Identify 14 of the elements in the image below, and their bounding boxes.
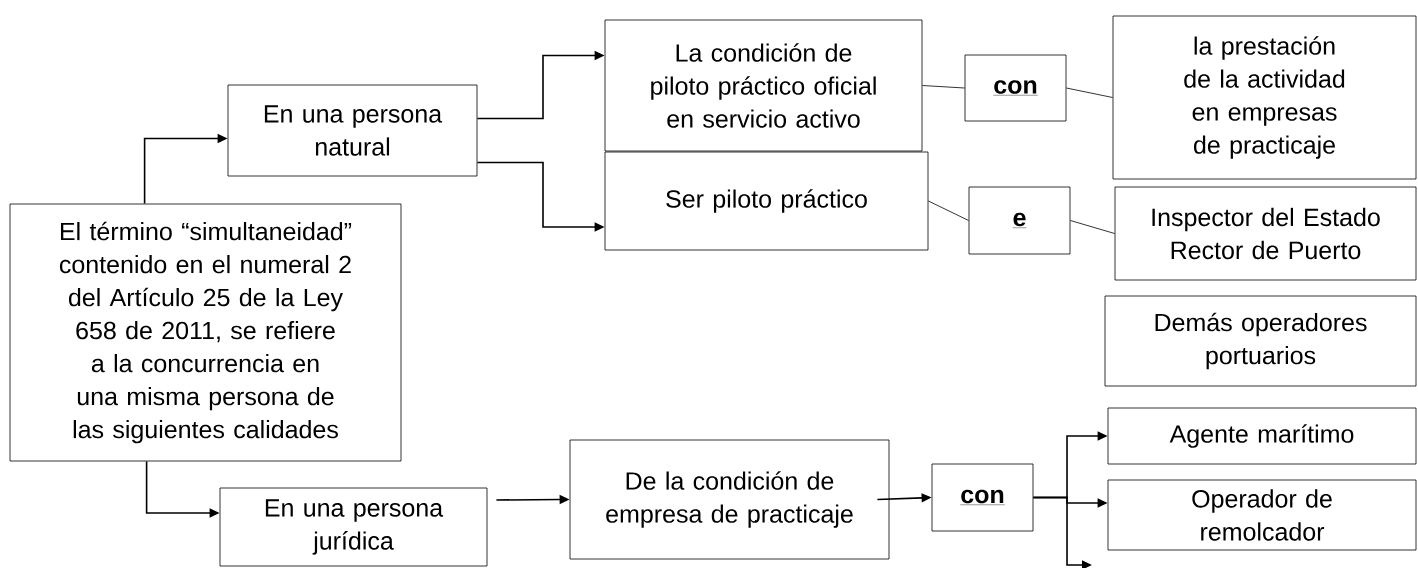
text-box: Demás operadores portuarios [1104,295,1417,387]
text-box: En una persona natural [227,84,478,177]
connector-word-box: con [931,463,1034,532]
text-box: De la condición de empresa de practicaje [569,439,890,560]
connector-word-box: con [964,54,1067,122]
text-box: Operador de remolcador [1107,479,1417,551]
text-box: En una persona jurídica [219,487,488,567]
text-box: Ser piloto práctico [604,151,929,251]
connector-word-box: e [968,186,1071,255]
text-box: El término “simultaneidad” contenido en el numeral 2 del Artículo 25 de la Ley 658 de 2011, se refiere a la concurrencia en una misma persona de las siguientes calidades [9,203,402,462]
text-box: La condición de piloto práctico oficial en servicio activo [604,19,923,152]
text-box: la prestación de la actividad en empresas de practicaje [1112,15,1417,180]
text-box: Inspector del Estado Rector de Puerto [1114,186,1417,281]
text-box: Agente marítimo [1107,407,1417,465]
